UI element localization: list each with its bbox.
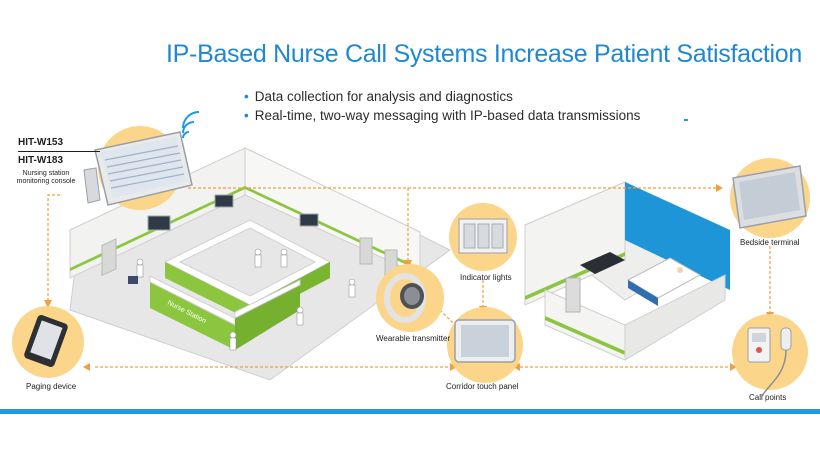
feature-list: •Data collection for analysis and diagno…: [244, 87, 640, 125]
indicator-lights-label: Indicator lights: [460, 273, 512, 282]
feature-item: •Real-time, two-way messaging with IP-ba…: [244, 108, 641, 123]
feature-text: Data collection for analysis and diagnos…: [254, 89, 513, 104]
paging-device-label: Paging device: [26, 382, 77, 391]
bedside-terminal-device: [730, 158, 810, 238]
bedside-terminal-label: Bedside terminal: [740, 238, 800, 247]
monitoring-console-device: [83, 126, 193, 210]
nurse-station-counter: Nurse Station: [149, 219, 332, 350]
console-model-2: HIT-W183: [18, 155, 64, 166]
call-points-device: [732, 314, 808, 397]
paging-device: [12, 306, 84, 378]
model-divider: [18, 151, 100, 152]
corridor-touch-panel-label: Corridor touch panel: [446, 382, 519, 391]
console-caption: Nursing station monitoring console: [14, 170, 78, 186]
call-points-label: Call points: [749, 393, 787, 402]
bottom-accent-bar: [0, 409, 820, 414]
console-caption-line2: monitoring console: [16, 178, 76, 185]
console-caption-line1: Nursing station: [22, 170, 70, 177]
console-model-1: HIT-W153: [18, 137, 64, 148]
connector-lines: [47, 187, 771, 368]
nurse-station-room: Nurse Station: [69, 147, 451, 381]
wearable-transmitter-label: Wearable transmitter: [376, 334, 451, 343]
feature-text: Real-time, two-way messaging with IP-bas…: [254, 108, 641, 123]
patient-room: [524, 181, 730, 361]
wearable-transmitter-device: [376, 264, 444, 332]
corridor-touch-panel-device: [447, 307, 523, 383]
indicator-lights-device: [449, 203, 517, 271]
page-title: IP-Based Nurse Call Systems Increase Pat…: [166, 40, 802, 68]
wifi-icon: [182, 111, 200, 139]
feature-item: •Data collection for analysis and diagno…: [244, 89, 513, 104]
